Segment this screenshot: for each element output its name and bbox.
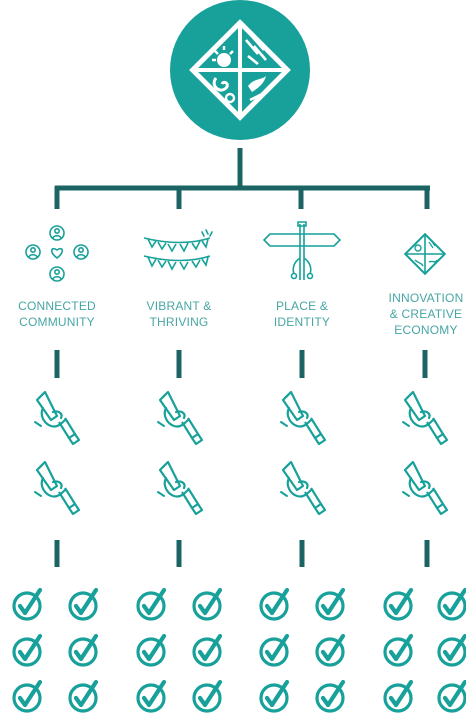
check-circle-icon <box>70 682 96 711</box>
pillar-label-line: INNOVATION <box>388 291 464 305</box>
check-row-1 <box>14 590 465 619</box>
action-icons-row-1 <box>33 390 449 446</box>
pillar-label-line: THRIVING <box>149 315 209 329</box>
pillar-label-line: IDENTITY <box>273 315 331 329</box>
hand-with-pen-icon <box>401 390 449 446</box>
check-circle-icon <box>439 590 465 619</box>
hand-with-pen-icon <box>33 460 81 516</box>
hand-with-pen-icon <box>156 460 204 516</box>
mid-connectors <box>54 350 428 378</box>
check-circle-icon <box>14 636 40 665</box>
pillar-label-place-identity: PLACE & IDENTITY <box>254 298 350 330</box>
diamond-emblem-icon <box>189 19 291 121</box>
check-circle-icon <box>385 590 411 619</box>
check-circle-icon <box>385 682 411 711</box>
hand-with-pen-icon <box>279 460 327 516</box>
pillar-label-vibrant-thriving: VIBRANT & THRIVING <box>131 298 227 330</box>
check-grid <box>14 590 465 711</box>
hand-with-pen-icon <box>33 390 81 446</box>
check-circle-icon <box>138 590 164 619</box>
action-icons-row-2 <box>33 460 449 516</box>
check-circle-icon <box>70 636 96 665</box>
check-circle-icon <box>194 590 220 619</box>
pillar-label-line: CONNECTED <box>18 299 96 313</box>
pillar-label-line: PLACE & <box>275 299 329 313</box>
check-row-3 <box>14 682 465 711</box>
check-circle-icon <box>194 682 220 711</box>
diamond-emblem-icon <box>404 233 446 275</box>
pillar-label-line: VIBRANT & <box>146 299 212 313</box>
check-circle-icon <box>14 590 40 619</box>
check-circle-icon <box>138 636 164 665</box>
bunting-flags-icon <box>143 229 213 271</box>
top-logo-emblem <box>170 0 310 140</box>
top-connector <box>54 148 430 209</box>
check-circle-icon <box>317 682 343 711</box>
pillar-label-line: COMMUNITY <box>19 315 95 329</box>
community-people-heart-icon <box>25 225 89 282</box>
hand-with-pen-icon <box>279 390 327 446</box>
check-circle-icon <box>439 682 465 711</box>
hand-with-pen-icon <box>156 390 204 446</box>
pillar-label-connected-community: CONNECTED COMMUNITY <box>9 298 105 330</box>
check-circle-icon <box>317 590 343 619</box>
check-circle-icon <box>317 636 343 665</box>
pillar-label-line: ECONOMY <box>394 323 458 337</box>
check-circle-icon <box>70 590 96 619</box>
pillar-label-line: & CREATIVE <box>389 307 463 321</box>
check-circle-icon <box>261 590 287 619</box>
check-circle-icon <box>138 682 164 711</box>
check-circle-icon <box>439 636 465 665</box>
check-circle-icon <box>385 636 411 665</box>
check-circle-icon <box>261 636 287 665</box>
check-row-2 <box>14 636 465 665</box>
check-circle-icon <box>194 636 220 665</box>
hand-with-pen-icon <box>401 460 449 516</box>
check-circle-icon <box>14 682 40 711</box>
lower-connectors <box>54 540 430 567</box>
check-circle-icon <box>261 682 287 711</box>
signpost-icon <box>262 221 342 280</box>
pillar-label-innovation-creative-economy: INNOVATION & CREATIVE ECONOMY <box>378 290 466 338</box>
